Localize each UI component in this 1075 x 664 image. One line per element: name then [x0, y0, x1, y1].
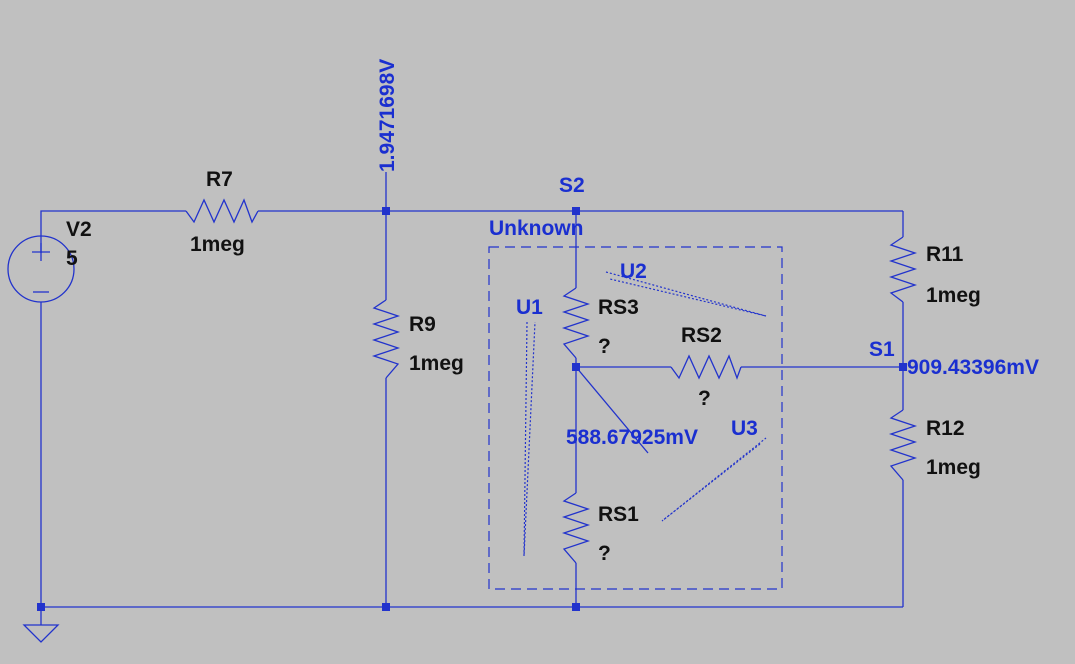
junction-s2	[572, 207, 580, 215]
u1-label: U1	[516, 296, 543, 319]
rs3-value-label: ?	[598, 335, 611, 358]
rs3-name-label: RS3	[598, 296, 639, 319]
rs1-value-label: ?	[598, 542, 611, 565]
junction-top-node	[382, 207, 390, 215]
voltage-source-v2[interactable]	[7, 235, 75, 303]
r11-value-label: 1meg	[926, 284, 981, 307]
center-node-voltage: 588.67925mV	[566, 426, 698, 449]
r9-name-label: R9	[409, 313, 436, 336]
resistor-r12[interactable]	[888, 409, 918, 481]
junction-center	[572, 363, 580, 371]
r7-value-label: 1meg	[190, 233, 245, 256]
u2-pointer	[605, 271, 767, 317]
rs1-name-label: RS1	[598, 503, 639, 526]
rs2-name-label: RS2	[681, 324, 722, 347]
resistor-r9[interactable]	[371, 299, 401, 379]
rs2-value-label: ?	[698, 387, 711, 410]
wires	[40, 172, 904, 608]
u2-label: U2	[620, 260, 647, 283]
junction-bottom-left	[37, 603, 45, 611]
unknown-box	[488, 246, 783, 590]
r7-name-label: R7	[206, 168, 233, 191]
s1-net-label: S1	[869, 338, 895, 361]
resistor-rs1[interactable]	[561, 492, 591, 564]
r11-name-label: R11	[926, 243, 964, 266]
v2-name-label: V2	[66, 218, 92, 241]
junction-bottom-r9	[382, 603, 390, 611]
r9-value-label: 1meg	[409, 352, 464, 375]
unknown-box-label: Unknown	[489, 217, 584, 240]
v2-value-label: 5	[66, 247, 78, 270]
s1-node-voltage: 909.43396mV	[907, 356, 1039, 379]
resistor-rs3[interactable]	[561, 287, 591, 359]
ground-icon[interactable]	[22, 607, 60, 643]
wire-top-left[interactable]	[40, 210, 186, 253]
annotation-lines	[523, 271, 767, 557]
r12-value-label: 1meg	[926, 456, 981, 479]
top-node-voltage: 1.9471698V	[376, 59, 399, 172]
u1-pointer	[523, 321, 536, 557]
wire-center-voltage-probe[interactable]	[575, 366, 649, 454]
junction-s1	[899, 363, 907, 371]
r12-name-label: R12	[926, 417, 965, 440]
s2-net-label: S2	[559, 174, 585, 197]
u3-pointer	[661, 437, 767, 522]
junction-bottom-rs1	[572, 603, 580, 611]
resistor-r11[interactable]	[888, 236, 918, 303]
resistor-rs2[interactable]	[670, 354, 742, 380]
resistor-r7[interactable]	[185, 198, 259, 224]
junction-dots	[37, 207, 907, 611]
u3-label: U3	[731, 417, 758, 440]
